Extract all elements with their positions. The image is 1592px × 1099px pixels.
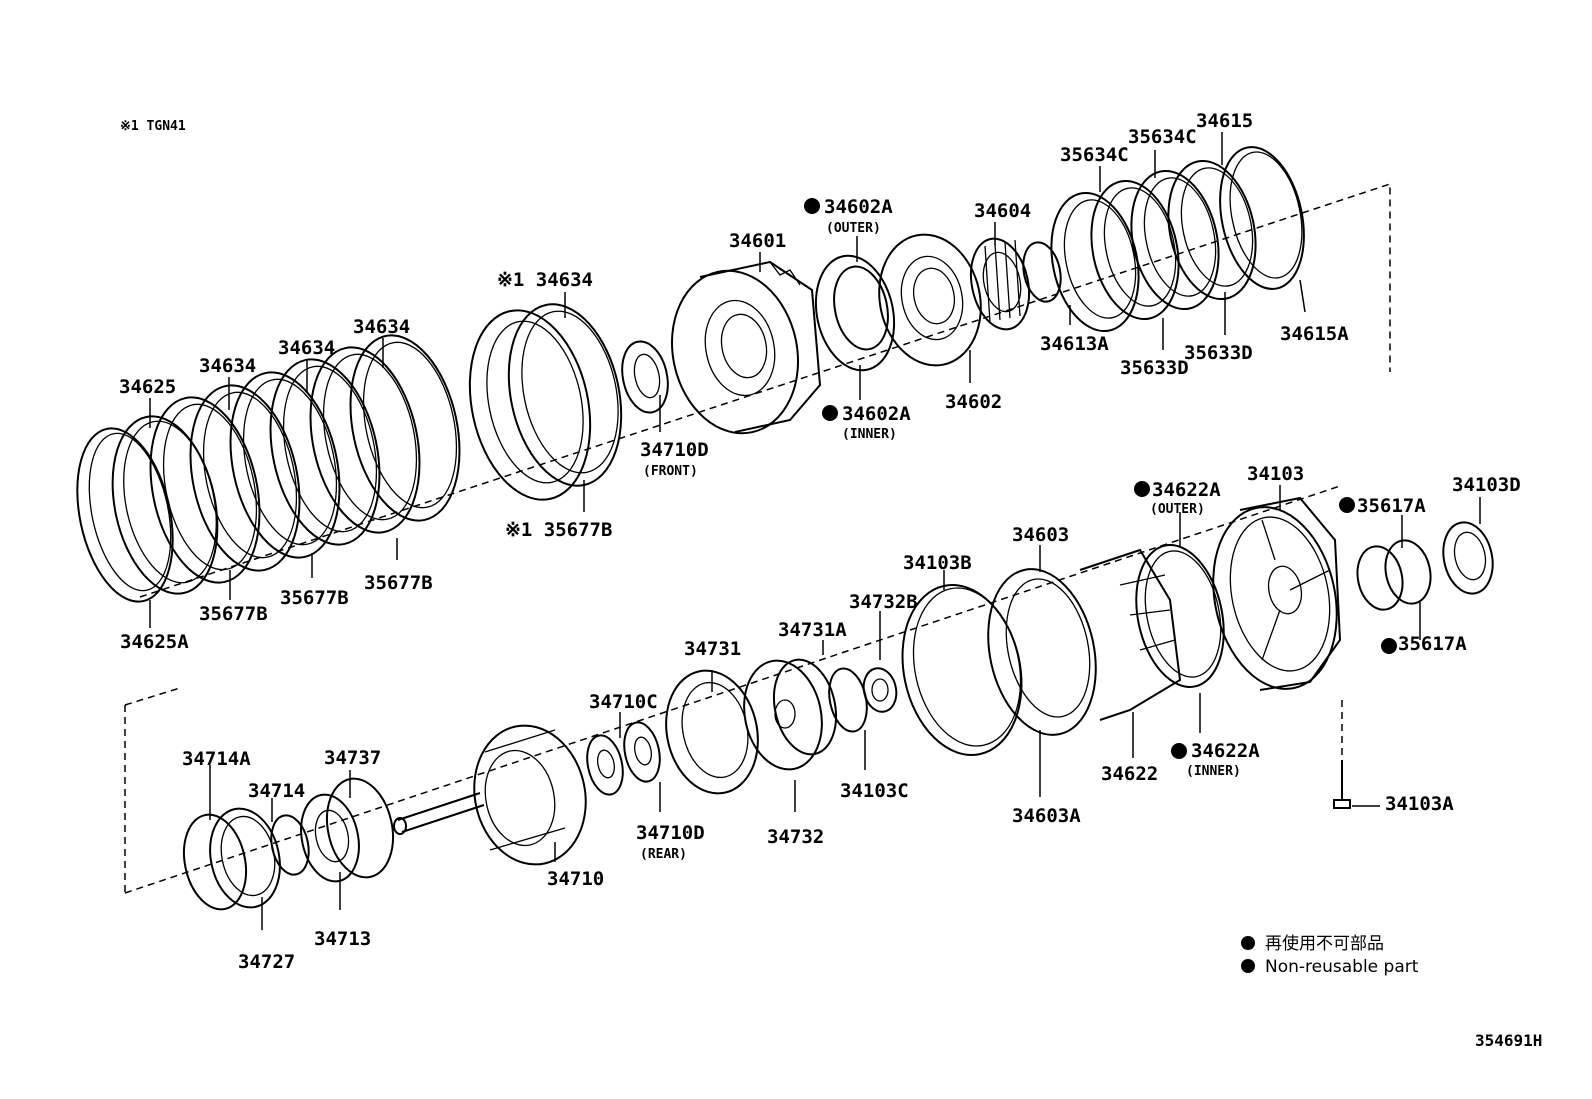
label-34710D-front-sub: (FRONT) <box>643 464 698 479</box>
part-34622A-seals <box>1135 544 1225 688</box>
label-35633D-b: 35633D <box>1184 342 1253 364</box>
label-34622A-inner: 34622A <box>1191 740 1260 762</box>
part-34710C-34710D-rear-bearings <box>586 721 661 796</box>
label-34634-b: 34634 <box>278 337 335 359</box>
label-34103B: 34103B <box>903 552 972 574</box>
label-34731: 34731 <box>684 638 741 660</box>
part-34601-clutch-drum <box>671 260 822 435</box>
label-34727: 34727 <box>238 951 295 973</box>
label-34625A: 34625A <box>120 631 189 653</box>
part-34710-output-shaft <box>393 724 587 866</box>
label-34710D-rear: 34710D <box>636 822 705 844</box>
part-34732-planetary-carrier <box>743 658 837 771</box>
label-34615: 34615 <box>1196 110 1253 132</box>
label-34103A: 34103A <box>1385 793 1454 815</box>
legend-dot-jp <box>1241 936 1255 950</box>
label-34634-a: 34634 <box>199 355 256 377</box>
label-34602A-outer: 34602A <box>824 196 893 218</box>
label-34713: 34713 <box>314 928 371 950</box>
label-35634C-b: 35634C <box>1128 126 1197 148</box>
label-34613A: 34613A <box>1040 333 1109 355</box>
label-34603: 34603 <box>1012 524 1069 546</box>
label-35677B-c: 35677B <box>364 572 433 594</box>
assembly-boundary <box>124 182 1391 894</box>
label-35677B-b: 35677B <box>280 587 349 609</box>
part-34604-spring-retainer <box>969 237 1031 331</box>
non-reusable-markers <box>804 198 1397 759</box>
label-35617A-b: 35617A <box>1398 633 1467 655</box>
part-labels: 34625 34625A 34634 34634 34634 ※1 34634 … <box>119 110 1521 973</box>
label-34602A-inner-sub: (INNER) <box>842 427 897 442</box>
label-34710: 34710 <box>547 868 604 890</box>
label-34634-c: 34634 <box>353 316 410 338</box>
label-34622A-outer-sub: (OUTER) <box>1150 502 1205 517</box>
label-34714: 34714 <box>248 780 305 802</box>
label-34710D-front: 34710D <box>640 439 709 461</box>
label-35617A-a: 35617A <box>1357 495 1426 517</box>
label-34602A-outer-sub: (OUTER) <box>826 221 881 236</box>
part-34613A-snap-ring <box>1022 241 1062 303</box>
label-34732B: 34732B <box>849 591 918 613</box>
part-34103C-34732B <box>828 667 898 733</box>
label-34602A-inner: 34602A <box>842 403 911 425</box>
label-35633D-a: 35633D <box>1120 357 1189 379</box>
legend: 再使用不可部品 Non-reusable part <box>1241 933 1419 977</box>
label-34601: 34601 <box>729 230 786 252</box>
label-34103C: 34103C <box>840 780 909 802</box>
clutch-plate-stack-left <box>111 334 461 595</box>
legend-dot-en <box>1241 959 1255 973</box>
part-34625-snap-ring <box>76 427 174 603</box>
part-35617A-seals <box>1356 539 1432 611</box>
label-34603A: 34603A <box>1012 805 1081 827</box>
label-34604: 34604 <box>974 200 1031 222</box>
part-34103-housing <box>1212 496 1342 691</box>
part-34103D-thrust-washer <box>1442 521 1494 595</box>
diagram-id: 354691H <box>1475 1031 1542 1050</box>
label-35634C-a: 35634C <box>1060 144 1129 166</box>
label-34103: 34103 <box>1247 463 1304 485</box>
label-34731A: 34731A <box>778 619 847 641</box>
label-34622A-inner-sub: (INNER) <box>1186 764 1241 779</box>
part-34103A-bolt <box>1333 700 1351 809</box>
part-34615-snap-ring <box>1219 146 1305 290</box>
label-34737: 34737 <box>324 747 381 769</box>
leader-lines <box>149 132 1481 930</box>
label-34714A: 34714A <box>182 748 251 770</box>
label-34634-tgn41: ※1 34634 <box>497 269 593 291</box>
model-note: ※1 TGN41 <box>120 119 186 134</box>
label-34710C: 34710C <box>589 691 658 713</box>
clutch-plate-stack-right <box>1050 159 1257 333</box>
part-34603-34622-clutch-hub <box>987 548 1182 736</box>
label-34103D: 34103D <box>1452 474 1521 496</box>
part-34710D-front-bearing <box>621 340 669 414</box>
legend-en-text: Non-reusable part <box>1265 957 1419 977</box>
label-35677B-a: 35677B <box>199 603 268 625</box>
label-34732: 34732 <box>767 826 824 848</box>
part-34602-piston <box>878 233 982 367</box>
part-34602A-seals <box>814 254 896 372</box>
label-34622A-outer: 34622A <box>1152 479 1221 501</box>
label-34710D-rear-sub: (REAR) <box>640 847 687 862</box>
label-35677B-tgn41: ※1 35677B <box>505 519 612 541</box>
label-34615A: 34615A <box>1280 323 1349 345</box>
label-34625: 34625 <box>119 376 176 398</box>
clutch-plate-pair-tgn41 <box>468 303 623 501</box>
legend-jp-text: 再使用不可部品 <box>1265 933 1384 954</box>
label-34602: 34602 <box>945 391 1002 413</box>
label-34622: 34622 <box>1101 763 1158 785</box>
